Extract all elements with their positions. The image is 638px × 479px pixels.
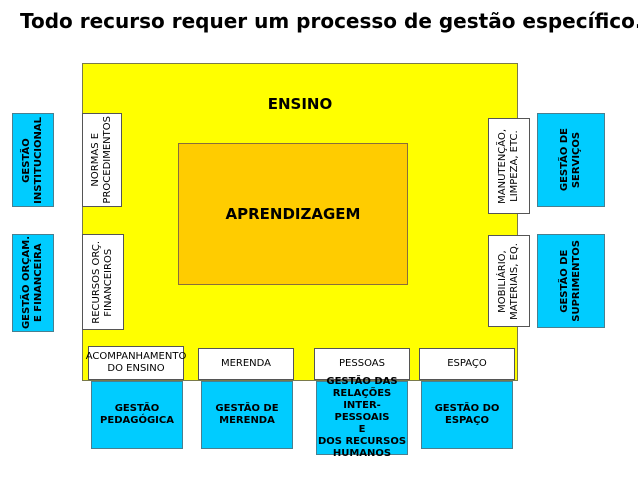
manutencao-limpeza-label: MANUTENÇÃO, LIMPEZA, ETC. xyxy=(497,128,520,204)
pessoas-box: PESSOAS xyxy=(314,348,410,380)
gestao-institucional-box: GESTÃO INSTITUCIONAL xyxy=(12,113,54,207)
mobiliario-materiais-box: MOBILIÁRIO, MATERIAIS, EQ. xyxy=(488,235,530,327)
gestao-espaco-box: GESTÃO DO ESPAÇO xyxy=(421,381,513,449)
espaco-box: ESPAÇO xyxy=(419,348,515,380)
ensino-label: ENSINO xyxy=(267,95,333,113)
aprendizagem-label: APRENDIZAGEM xyxy=(225,205,361,223)
gestao-suprimentos-box: GESTÃO DE SUPRIMENTOS xyxy=(537,234,605,328)
gestao-orcamentaria-label: GESTÃO ORÇAM. E FINANCEIRA xyxy=(21,236,44,330)
gestao-suprimentos-label: GESTÃO DE SUPRIMENTOS xyxy=(559,240,582,322)
gestao-servicos-label: GESTÃO DE SERVIÇOS xyxy=(559,128,582,192)
mobiliario-materiais-label: MOBILIÁRIO, MATERIAIS, EQ. xyxy=(497,242,520,320)
gestao-orcamentaria-box: GESTÃO ORÇAM. E FINANCEIRA xyxy=(12,234,54,332)
gestao-servicos-box: GESTÃO DE SERVIÇOS xyxy=(537,113,605,207)
recursos-orcamentarios-label: RECURSOS ORÇ. FINANCEIROS xyxy=(91,240,114,324)
page-title: Todo recurso requer um processo de gestã… xyxy=(20,9,638,33)
gestao-merenda-box: GESTÃO DE MERENDA xyxy=(201,381,293,449)
normas-procedimentos-label: NORMAS E PROCEDIMENTOS xyxy=(90,116,113,204)
aprendizagem-box: APRENDIZAGEM xyxy=(178,143,408,285)
gestao-institucional-label: GESTÃO INSTITUCIONAL xyxy=(21,116,44,204)
gestao-pedagogica-box: GESTÃO PEDAGÓGICA xyxy=(91,381,183,449)
gestao-relacoes-box: GESTÃO DAS RELAÇÕES INTER-PESSOAIS E DOS… xyxy=(316,376,408,459)
manutencao-limpeza-box: MANUTENÇÃO, LIMPEZA, ETC. xyxy=(488,118,530,214)
recursos-orcamentarios-box: RECURSOS ORÇ. FINANCEIROS xyxy=(82,234,124,330)
normas-procedimentos-box: NORMAS E PROCEDIMENTOS xyxy=(82,113,122,207)
acompanhamento-ensino-box: ACOMPANHAMENTO DO ENSINO xyxy=(86,346,186,380)
merenda-box: MERENDA xyxy=(198,348,294,380)
